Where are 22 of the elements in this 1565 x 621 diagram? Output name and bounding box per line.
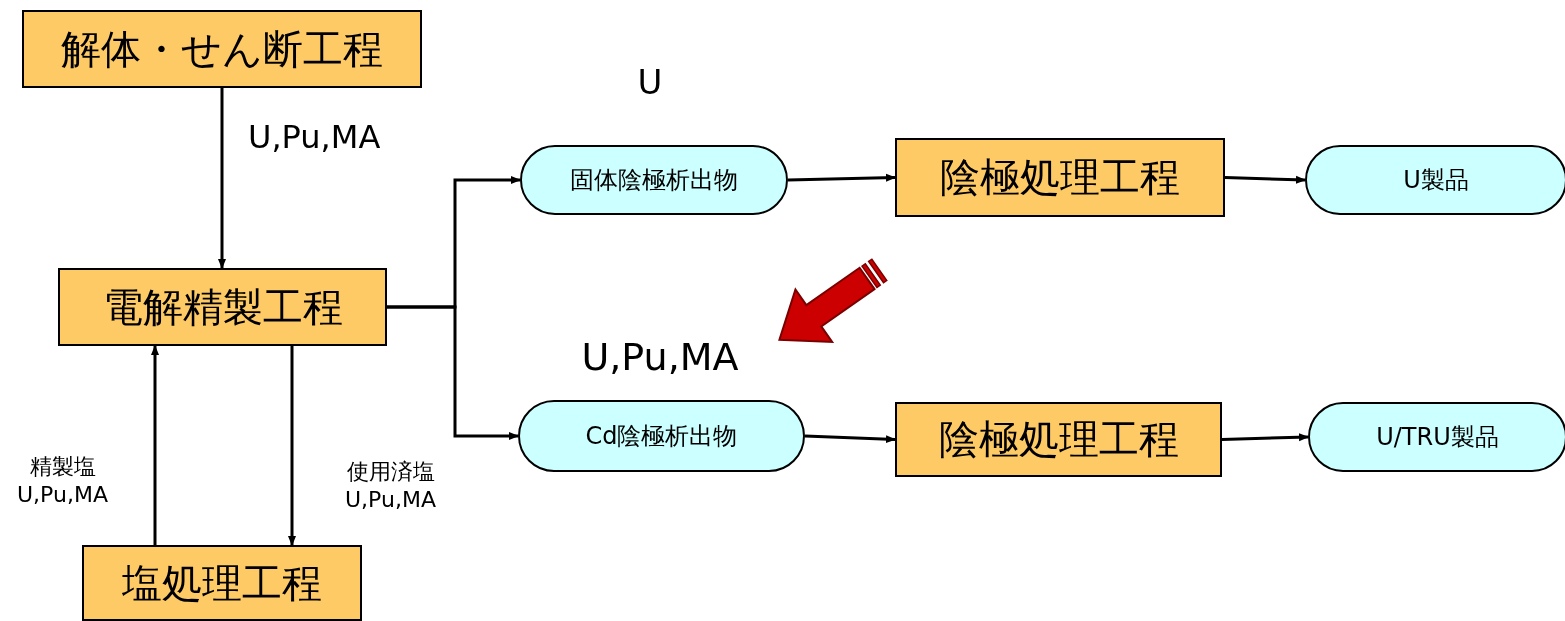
arrow — [1221, 433, 1309, 442]
arrow — [1224, 175, 1306, 184]
product-box: Cd陰極析出物 — [518, 400, 805, 472]
process-box: 陰極処理工程 — [895, 402, 1222, 477]
arrow — [387, 305, 519, 440]
product-box: U/TRU製品 — [1308, 402, 1565, 472]
arrow — [151, 345, 159, 545]
edge-label: 精製塩 U,Pu,MA — [16, 453, 109, 507]
process-box: 陰極処理工程 — [895, 138, 1225, 217]
process-box: 塩処理工程 — [82, 545, 362, 621]
process-box: 解体・せん断工程 — [22, 10, 422, 88]
arrow — [787, 173, 896, 182]
edge-label: U,Pu,MA — [248, 118, 382, 156]
product-box: U製品 — [1305, 145, 1565, 215]
arrow — [218, 88, 226, 269]
element-label: U — [636, 62, 664, 102]
product-box: 固体陰極析出物 — [520, 145, 788, 215]
process-box: 電解精製工程 — [58, 268, 387, 346]
element-label: U,Pu,MA — [580, 335, 740, 379]
arrow — [288, 346, 296, 546]
arrow — [804, 434, 896, 444]
edge-label: 使用済塩 U,Pu,MA — [344, 458, 437, 512]
